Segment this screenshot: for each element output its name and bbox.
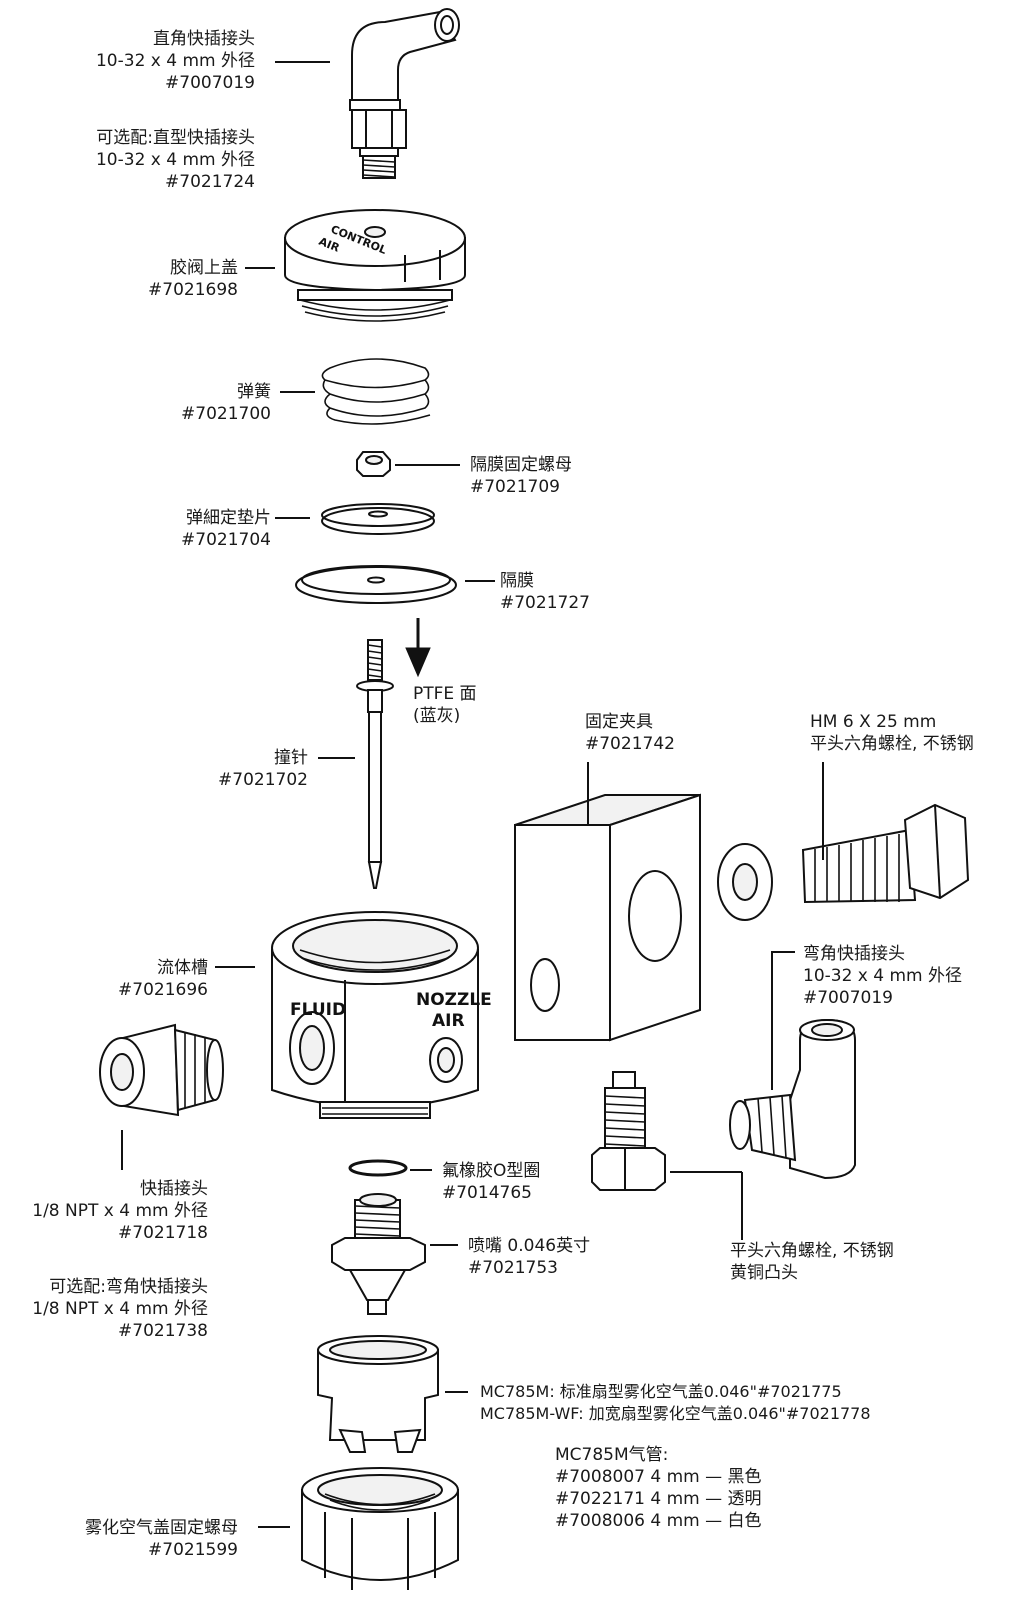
label-nozzle: 喷嘴 0.046英寸 #7021753 [468,1235,590,1279]
needle-part [356,639,394,889]
label-line3: #7008006 4 mm — 白色 [555,1511,762,1531]
label-hex-bolt: 平头六角螺栓, 不锈钢 黄铜凸头 [730,1240,894,1284]
label-part-number: #7021698 [148,280,238,300]
label-name: 快插接头 [140,1179,208,1199]
label-spec: 1/8 NPT x 4 mm 外径 [32,1201,208,1221]
label-part-number: #7007019 [803,988,893,1008]
label-part-number: #7007019 [165,73,255,93]
label-title: MC785M气管: [555,1445,669,1465]
nozzle-part [331,1193,426,1315]
label-elbow-fitting-side: 弯角快插接头 10-32 x 4 mm 外径 #7007019 [803,943,962,1009]
label-name: 胶阀上盖 [170,258,238,278]
label-line1: MC785M: 标准扇型雾化空气盖0.046"#7021775 [480,1382,842,1401]
label-air-tube: MC785M气管: #7008007 4 mm — 黑色 #7022171 4 … [555,1444,762,1532]
diaphragm-nut-part [356,451,391,477]
diaphragm-part [295,565,457,604]
bolt-washer-part [717,843,773,921]
label-spec: 10-32 x 4 mm 外径 [95,150,255,170]
label-part-number: #7021709 [470,477,560,497]
label-name: 喷嘴 0.046英寸 [468,1236,591,1256]
label-fluid-body: 流体槽 #7021696 [118,957,208,1001]
label-line2: #7022171 4 mm — 透明 [555,1489,762,1509]
label-part-number: #7021599 [148,1540,238,1560]
leader-lines [121,61,824,1528]
label-spec: 10-32 x 4 mm 外径 [95,51,255,71]
hex-bolt-part [591,1071,666,1191]
label-diaphragm-nut: 隔膜固定螺母 #7021709 [470,454,572,498]
label-name: 隔膜 [500,571,534,591]
label-line2: MC785M-WF: 加宽扇型雾化空气盖0.046"#7021778 [480,1404,871,1423]
label-hm6-bolt: HM 6 X 25 mm 平头六角螺栓, 不锈钢 [810,711,974,755]
label-washer: 弹細定垫片 #7021704 [181,507,271,551]
quick-fitting-part [99,1023,224,1117]
label-name: 撞针 [274,748,308,768]
label-part-number: #7021738 [118,1321,208,1341]
body-marking-air: AIR [432,1011,465,1031]
label-straight-fitting-option: 可选配:直型快插接头 10-32 x 4 mm 外径 #7021724 [96,127,255,193]
label-spec: 1/8 NPT x 4 mm 外径 [32,1299,208,1319]
label-name: 可选配:直型快插接头 [96,128,255,148]
spring-part [321,358,431,425]
label-line2: 黄铜凸头 [730,1263,798,1283]
elbow-fitting-top [349,8,460,179]
cap-part: CONTROL AIR [284,209,466,322]
label-quick-fitting: 快插接头 1/8 NPT x 4 mm 外径 #7021718 [32,1178,208,1244]
label-name: 弯角快插接头 [803,944,905,964]
label-name: 氟橡胶O型圈 [442,1161,541,1181]
label-part-number: #7021753 [468,1258,558,1278]
label-line2: 平头六角螺栓, 不锈钢 [810,734,974,754]
label-name: 弹細定垫片 [186,508,271,528]
label-part-number: #7021718 [118,1223,208,1243]
label-part-number: #7021727 [500,593,590,613]
label-bracket: 固定夹具 #7021742 [585,711,675,755]
hm6-bolt-part [801,803,970,904]
label-line1: PTFE 面 [413,684,477,704]
label-line1: #7008007 4 mm — 黑色 [555,1467,762,1487]
ptfe-arrow [405,618,431,678]
label-oring: 氟橡胶O型圈 #7014765 [442,1160,540,1204]
label-ptfe-face: PTFE 面 (蓝灰) [413,683,477,727]
label-name: 流体槽 [157,958,208,978]
label-line1: 平头六角螺栓, 不锈钢 [730,1241,894,1261]
label-spec: 10-32 x 4 mm 外径 [803,966,963,986]
label-name: 固定夹具 [585,712,653,732]
label-part-number: #7021704 [181,530,271,550]
label-elbow-fitting-top: 直角快插接头 10-32 x 4 mm 外径 #7007019 [96,28,255,94]
label-retaining-nut: 雾化空气盖固定螺母 #7021599 [85,1517,238,1561]
label-part-number: #7021742 [585,734,675,754]
washer-part [321,503,435,535]
label-elbow-fitting-option: 可选配:弯角快插接头 1/8 NPT x 4 mm 外径 #7021738 [32,1276,208,1342]
air-cap-part [317,1335,439,1453]
label-line2: (蓝灰) [413,706,461,726]
label-needle: 撞针 #7021702 [218,747,308,791]
label-part-number: #7021696 [118,980,208,1000]
label-cap: 胶阀上盖 #7021698 [148,257,238,301]
label-diaphragm: 隔膜 #7021727 [500,570,590,614]
oring-part [348,1159,408,1177]
elbow-fitting-side [729,1018,856,1180]
label-air-cap: MC785M: 标准扇型雾化空气盖0.046"#7021775 MC785M-W… [480,1381,871,1425]
label-part-number: #7021700 [181,404,271,424]
retaining-nut-part [301,1467,459,1590]
label-name: 可选配:弯角快插接头 [49,1277,208,1297]
label-part-number: #7021724 [165,172,255,192]
label-line1: HM 6 X 25 mm [810,712,937,732]
body-marking-fluid: FLUID [290,1000,346,1020]
bracket-part [514,793,701,1042]
label-spring: 弹簧 #7021700 [181,381,271,425]
fluid-body-part: FLUID NOZZLE AIR [271,911,492,1119]
label-name: 弹簧 [237,382,271,402]
label-part-number: #7014765 [442,1183,532,1203]
label-name: 雾化空气盖固定螺母 [85,1518,238,1538]
label-name: 隔膜固定螺母 [470,455,572,475]
label-part-number: #7021702 [218,770,308,790]
label-name: 直角快插接头 [153,29,255,49]
body-marking-nozzle: NOZZLE [416,990,492,1010]
